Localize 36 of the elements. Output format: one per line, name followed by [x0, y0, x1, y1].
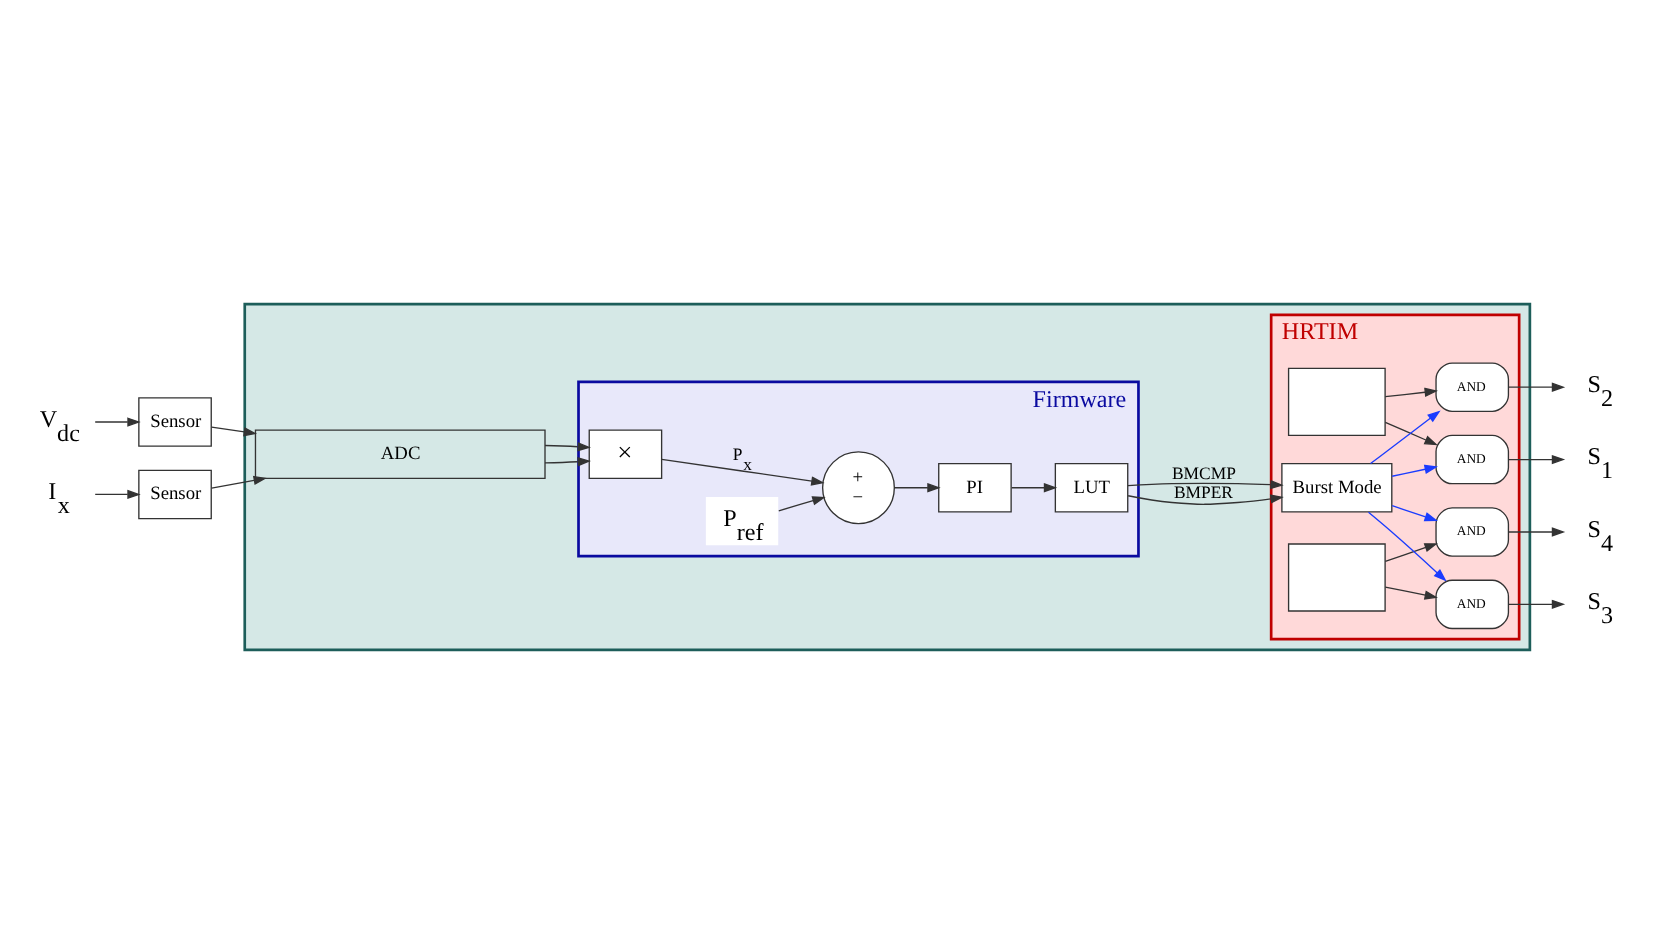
arrow — [1127, 478, 1284, 489]
node-box: PI — [938, 461, 1012, 512]
node-box: LUT — [1054, 461, 1129, 512]
node-box: Sensor — [138, 468, 212, 519]
arrow — [1384, 542, 1438, 561]
edge-label: BMPER — [1173, 480, 1234, 501]
edge-label: BMCMP — [1171, 461, 1236, 482]
node-box — [1287, 366, 1386, 436]
node-box: × — [588, 428, 663, 478]
arrow — [1127, 493, 1284, 504]
node-box — [1287, 542, 1386, 611]
arrow — [1011, 482, 1058, 492]
arrow — [1391, 504, 1438, 521]
node-box: Burst Mode — [1281, 461, 1393, 512]
arrow — [893, 482, 941, 492]
arrow — [94, 416, 141, 426]
arrow — [544, 441, 591, 451]
node-box: Sensor — [138, 396, 212, 446]
arrow — [94, 488, 141, 499]
arrow — [1369, 409, 1441, 464]
arrow — [661, 457, 825, 485]
arrow — [1367, 510, 1447, 581]
arrow — [210, 474, 267, 488]
node-circle: + − — [822, 450, 895, 524]
arrow — [1508, 381, 1566, 391]
arrow — [1508, 598, 1566, 609]
arrow — [1391, 463, 1438, 476]
arrow — [778, 495, 826, 511]
arrow — [1508, 526, 1566, 536]
arrow — [1508, 453, 1566, 464]
arrow — [544, 456, 591, 466]
node-box: ADC — [254, 428, 546, 478]
arrow — [1384, 386, 1438, 397]
arrow — [1384, 420, 1438, 445]
arrow — [1384, 585, 1438, 599]
arrow — [210, 425, 258, 436]
